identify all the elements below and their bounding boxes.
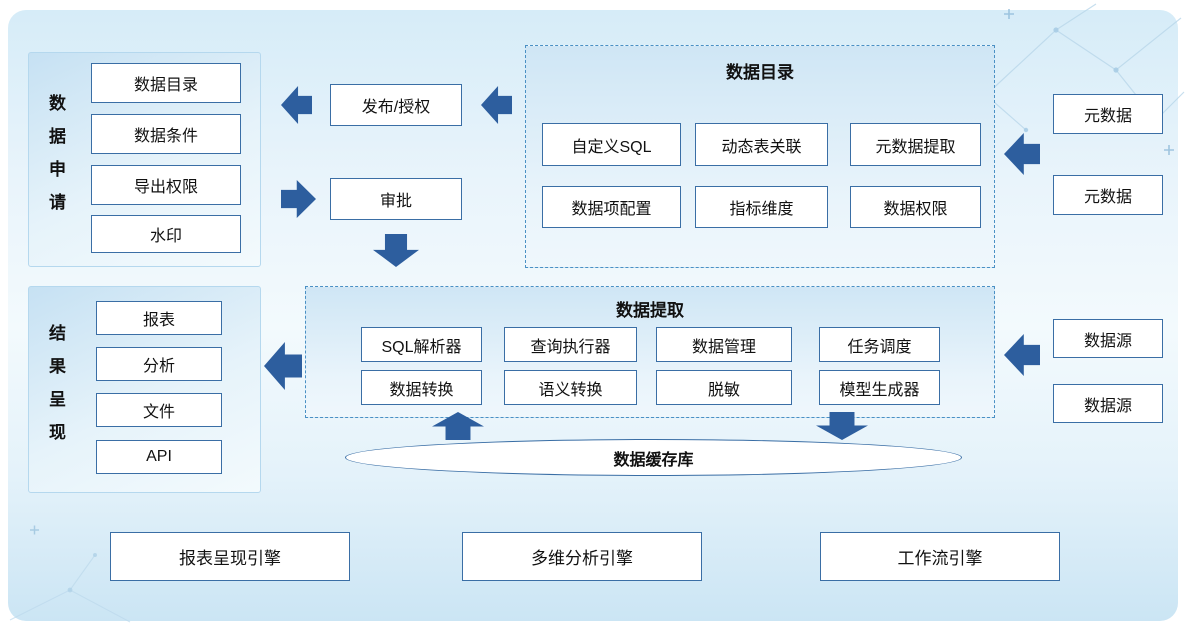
data-extract-title: 数据提取 (616, 301, 684, 320)
engine-box: 多维分析引擎 (462, 532, 702, 581)
publish-authorize-box: 发布/授权 (330, 84, 462, 126)
result-item-box: API (96, 440, 222, 474)
extract-item-box: 数据管理 (656, 327, 792, 362)
data-apply-item-box: 数据条件 (91, 114, 241, 154)
extract-item-box: SQL解析器 (361, 327, 482, 362)
data-apply-item-box: 水印 (91, 215, 241, 253)
data-catalog-title: 数据目录 (726, 63, 794, 82)
datasource-box: 数据源 (1053, 319, 1163, 358)
metadata-box: 元数据 (1053, 94, 1163, 134)
result-panel: 结果呈现 报表 分析 文件 API (28, 286, 261, 493)
result-item-box: 文件 (96, 393, 222, 427)
data-catalog-panel: 数据目录 自定义SQL 动态表关联 元数据提取 数据项配置 指标维度 数据权限 (525, 45, 995, 268)
extract-item-box: 语义转换 (504, 370, 637, 405)
engine-box: 工作流引擎 (820, 532, 1060, 581)
result-item-box: 分析 (96, 347, 222, 381)
catalog-item-box: 元数据提取 (850, 123, 981, 166)
data-apply-label: 数据申请 (46, 93, 65, 226)
datasource-box: 数据源 (1053, 384, 1163, 423)
catalog-item-box: 数据权限 (850, 186, 981, 228)
data-apply-panel: 数据申请 数据目录 数据条件 导出权限 水印 (28, 52, 261, 267)
catalog-item-box: 指标维度 (695, 186, 828, 228)
extract-item-box: 数据转换 (361, 370, 482, 405)
data-apply-item-box: 数据目录 (91, 63, 241, 103)
extract-item-box: 模型生成器 (819, 370, 940, 405)
cache-db-cylinder: 数据缓存库 (345, 439, 962, 476)
metadata-box: 元数据 (1053, 175, 1163, 215)
catalog-item-box: 动态表关联 (695, 123, 828, 166)
data-extract-panel: 数据提取 SQL解析器 查询执行器 数据管理 任务调度 数据转换 语义转换 脱敏… (305, 286, 995, 418)
data-apply-item-box: 导出权限 (91, 165, 241, 205)
engine-box: 报表呈现引擎 (110, 532, 350, 581)
extract-item-box: 脱敏 (656, 370, 792, 405)
catalog-item-box: 自定义SQL (542, 123, 681, 166)
result-label: 结果呈现 (46, 323, 65, 456)
extract-item-box: 查询执行器 (504, 327, 637, 362)
catalog-item-box: 数据项配置 (542, 186, 681, 228)
approval-box: 审批 (330, 178, 462, 220)
result-item-box: 报表 (96, 301, 222, 335)
extract-item-box: 任务调度 (819, 327, 940, 362)
